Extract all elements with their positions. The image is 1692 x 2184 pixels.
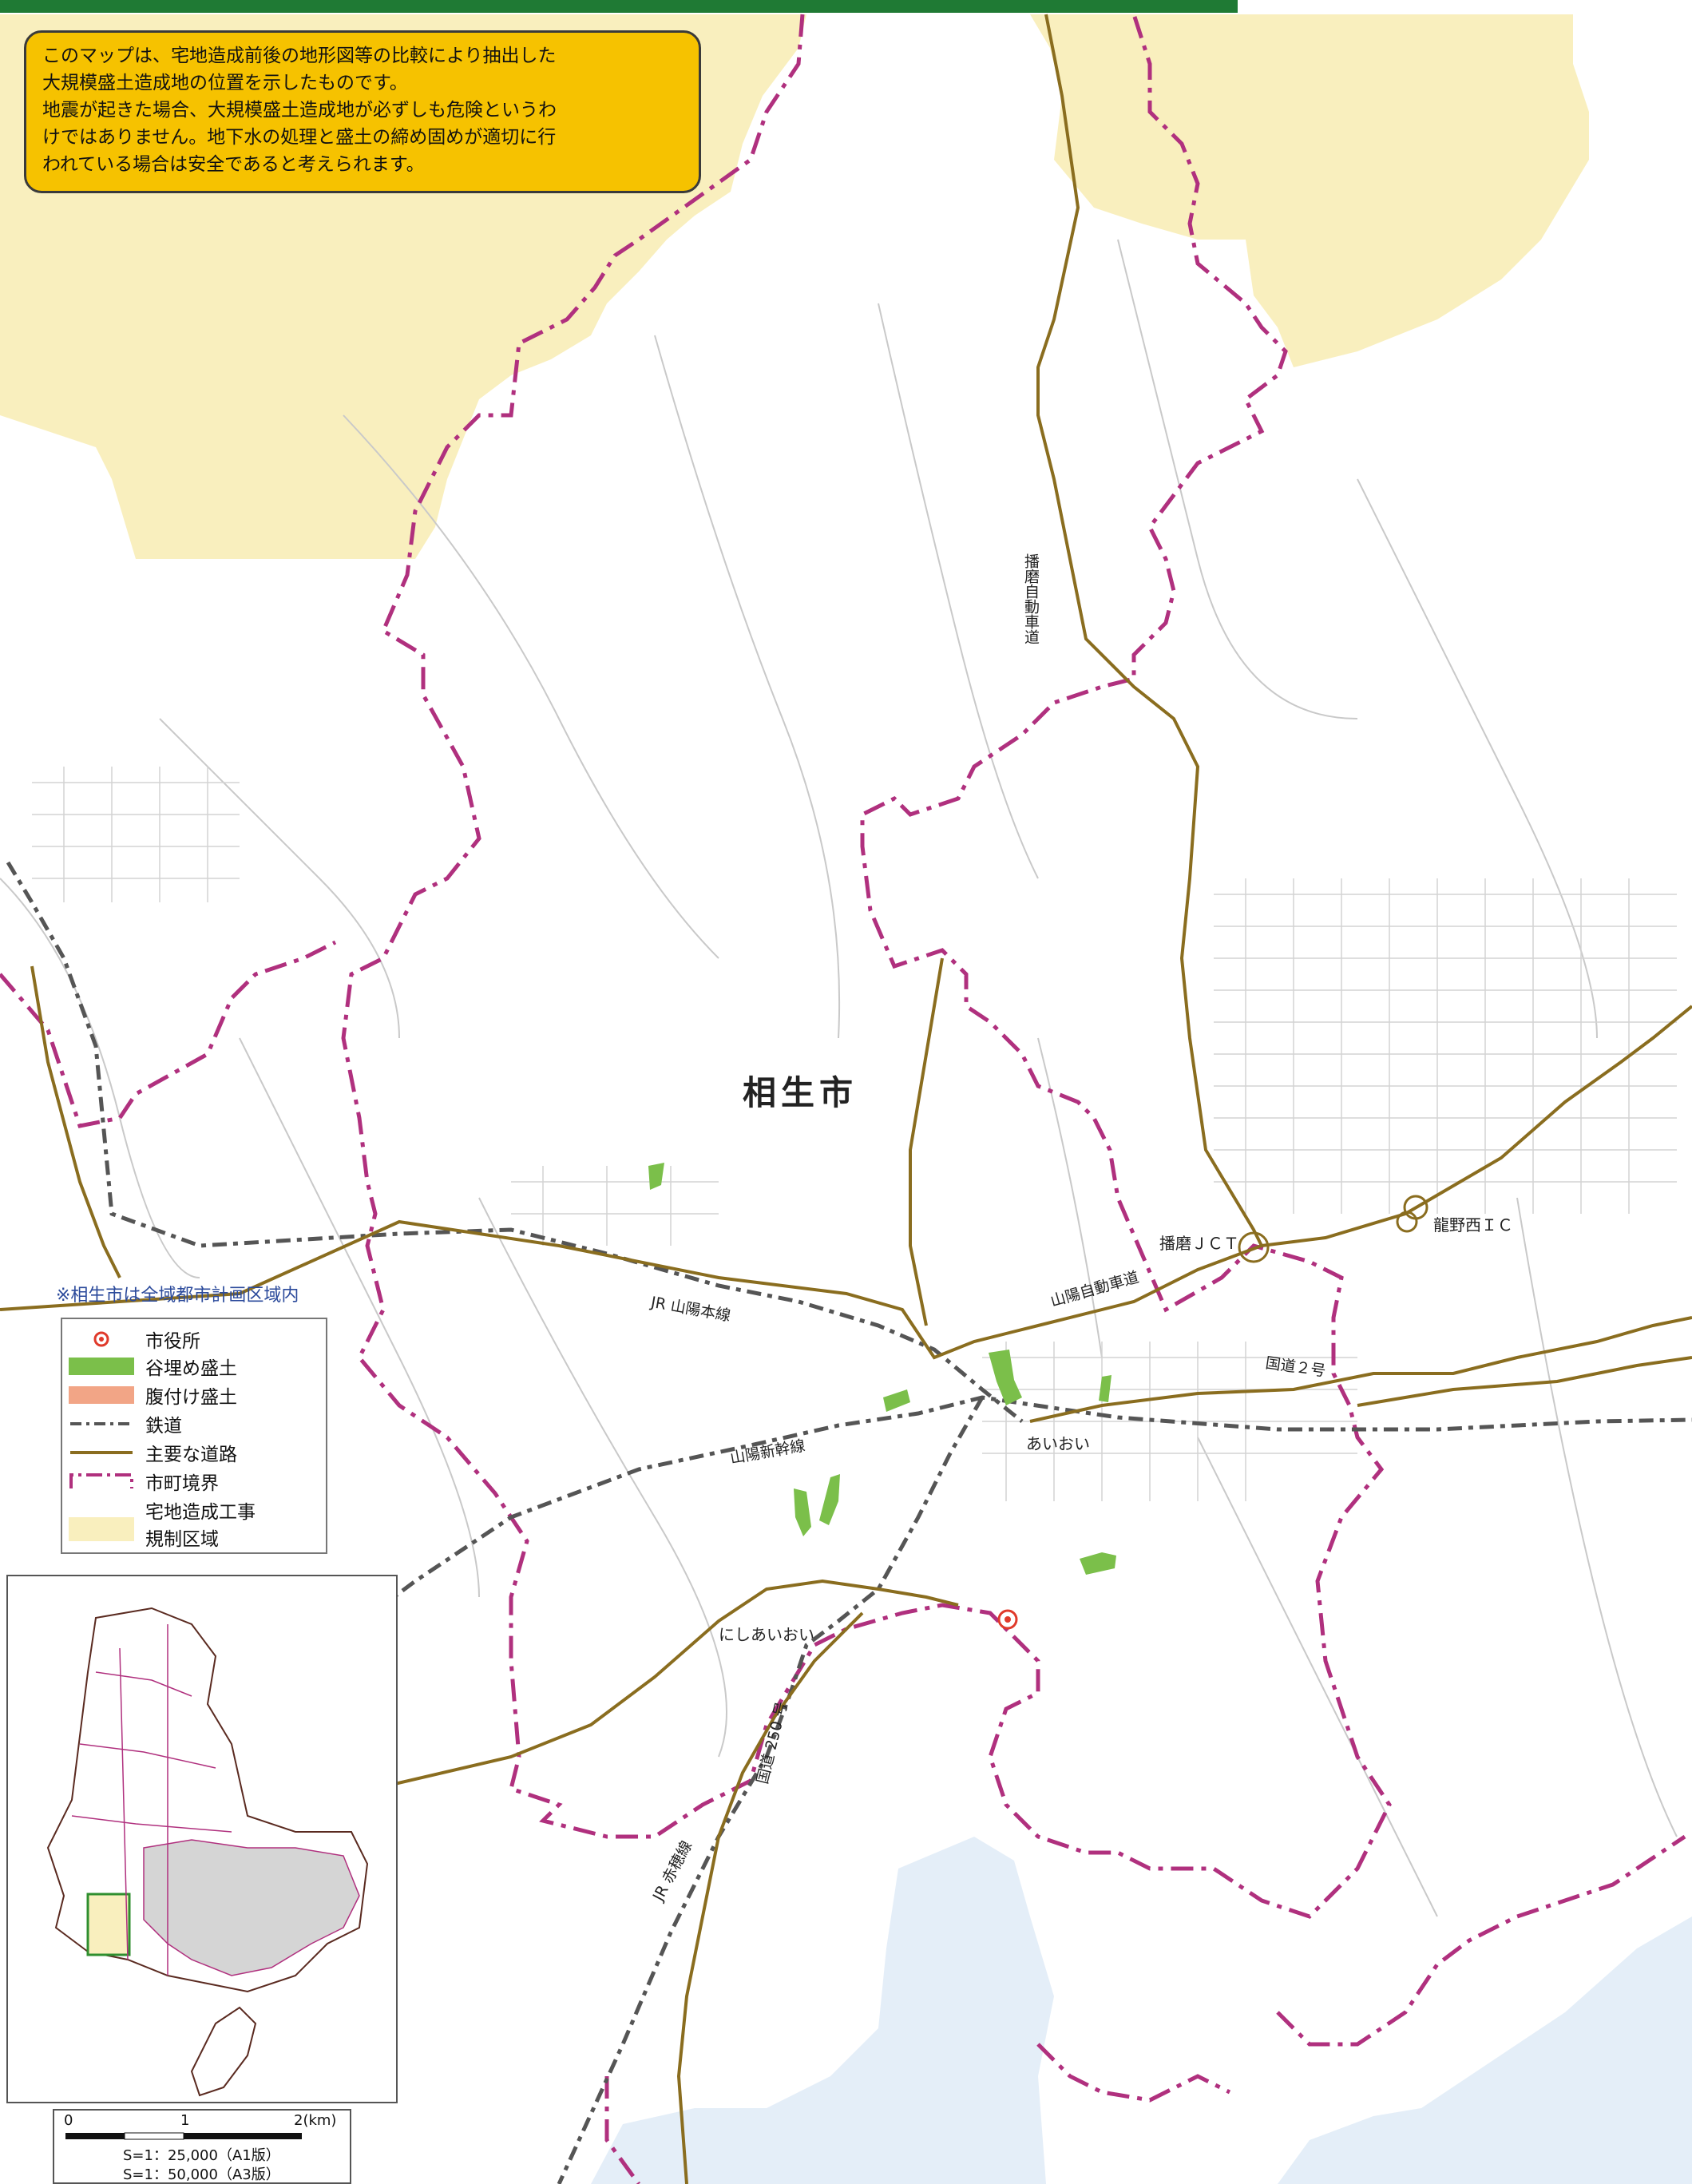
- west-vertical-road: [30, 965, 121, 1278]
- legend-label: 市町境界: [145, 1473, 219, 1494]
- aioi-station-label: あいおい: [1026, 1434, 1090, 1453]
- valley-fill-swatch: [69, 1358, 134, 1375]
- boundary-line-icon: [69, 1473, 134, 1490]
- south-east-boundary-fragment: [1036, 2043, 1231, 2103]
- west-boundary-fragment: [0, 940, 337, 1128]
- harima-expressway: [1036, 14, 1263, 1247]
- legend-side-fill: 腹付け盛土: [69, 1381, 237, 1409]
- interchanges: [1238, 1195, 1428, 1263]
- south-boundary-fragment: [604, 2076, 641, 2184]
- legend-main-road: 主要な道路: [69, 1439, 237, 1466]
- legend-label: 腹付け盛土: [145, 1387, 237, 1408]
- legend-label: 規制区域: [145, 1529, 219, 1550]
- scale-bar-graphic: [65, 2132, 302, 2140]
- inset-shaded-area: [143, 1839, 360, 1976]
- legend-label: 主要な道路: [145, 1445, 237, 1465]
- main-roads: [0, 14, 1692, 2184]
- harima-jct-label: 播磨ＪＣＴ: [1159, 1234, 1239, 1253]
- nishi-aioi-station-label: にしあいおい: [719, 1625, 814, 1644]
- railways: [6, 861, 1692, 2184]
- road-line-icon: [69, 1444, 134, 1461]
- legend-label: 谷埋め盛土: [145, 1358, 237, 1379]
- scale-tick-2: 2(km): [294, 2112, 337, 2129]
- legend-railway: 鉄道: [69, 1410, 182, 1437]
- legend-boundary: 市町境界: [69, 1468, 219, 1495]
- west-road: [390, 1579, 959, 1786]
- national-route-2-east: [1357, 1356, 1692, 1407]
- national-route-250: [676, 1611, 864, 2184]
- municipal-boundaries: [0, 14, 1686, 2184]
- notice-line-5: われている場合は安全であると考えられます。: [42, 154, 425, 175]
- railway-line-icon: [69, 1415, 134, 1433]
- notice-line-2: 大規模盛土造成地の位置を示したものです。: [42, 73, 408, 93]
- legend-city-hall: 市役所: [69, 1326, 200, 1353]
- city-hall-icon: [997, 1609, 1018, 1630]
- inset-island: [190, 2006, 257, 2097]
- inset-locator-map: [6, 1575, 398, 2103]
- scale-ratio-a3: S=1：50,000（A3版）: [123, 2166, 280, 2183]
- central-road: [909, 957, 944, 1326]
- tatsuno-nishi-ic-label: 龍野西ＩＣ: [1433, 1215, 1513, 1235]
- legend-valley-fill: 谷埋め盛土: [69, 1353, 237, 1380]
- coverage-note: ※相生市は全域都市計画区域内: [56, 1286, 299, 1306]
- jr-ako-line: [557, 1396, 985, 2184]
- notice-box: このマップは、宅地造成前後の地形図等の比較により抽出した 大規模盛土造成地の位置…: [24, 30, 701, 193]
- legend-label: 鉄道: [145, 1416, 182, 1437]
- legend-label: 宅地造成工事: [145, 1502, 256, 1523]
- national-route-2: [1029, 1316, 1692, 1423]
- scale-tick-1: 1: [180, 2112, 190, 2129]
- sea-area-east: [1278, 1916, 1692, 2184]
- valley-fill-sites: [648, 1163, 1116, 1575]
- notice-line-3: 地震が起きた場合、大規模盛土造成地が必ずしも危険というわ: [42, 100, 557, 121]
- regulated-zone-swatch: [69, 1517, 134, 1541]
- sanyo-expressway: [0, 1005, 1692, 1360]
- inset-aioi-highlight: [86, 1893, 131, 1956]
- notice-line-1: このマップは、宅地造成前後の地形図等の比較により抽出した: [42, 46, 557, 66]
- notice-line-4: けではありません。地下水の処理と盛土の締め固めが適切に行: [42, 127, 557, 148]
- jr-sanyo-line: [6, 861, 1024, 1423]
- side-fill-swatch: [69, 1386, 134, 1404]
- sea-area: [591, 1837, 1054, 2184]
- east-boundary-fragment: [1276, 1834, 1686, 2047]
- header-bar: [0, 0, 1238, 13]
- map-legend: 市役所 谷埋め盛土 腹付け盛土 鉄道 主要な道路 市町境界: [61, 1318, 327, 1554]
- stream-network: [0, 239, 1678, 1917]
- regulated-zone-northeast: [1030, 14, 1589, 367]
- scale-bar: 0 1 2(km) S=1：25,000（A1版） S=1：50,000（A3版…: [53, 2109, 351, 2184]
- scale-ratio-a1: S=1：25,000（A1版）: [123, 2147, 280, 2164]
- city-name-label: 相生市: [743, 1073, 858, 1112]
- scale-tick-0: 0: [64, 2112, 73, 2129]
- harima-expressway-label: 播磨自動車道: [1022, 553, 1040, 644]
- sanyo-shinkansen-line: [350, 1395, 1692, 1631]
- legend-regulated-zone: 宅地造成工事 規制区域: [69, 1496, 256, 1551]
- aioi-city-boundary: [341, 14, 1392, 1919]
- inset-map-graphic: [46, 1607, 369, 2097]
- legend-label: 市役所: [145, 1331, 200, 1352]
- city-hall-icon: [69, 1330, 134, 1348]
